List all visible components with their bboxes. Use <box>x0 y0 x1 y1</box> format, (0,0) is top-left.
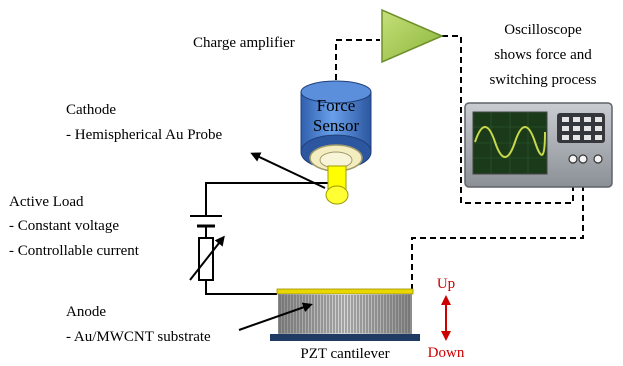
anode-label-line1: Anode <box>66 304 106 320</box>
variable-resistor <box>189 235 225 281</box>
substrate-to-scope-wire <box>411 165 584 290</box>
substrate <box>270 288 420 341</box>
cathode-label-line1: Cathode <box>66 102 116 118</box>
force-sensor: Force Sensor <box>300 80 372 172</box>
active-load-label-line1: Active Load <box>9 194 84 210</box>
anode-wire <box>205 280 277 295</box>
anode-pointer-arrow <box>238 302 313 331</box>
au-probe <box>325 165 349 205</box>
charge-amplifier-triangle <box>381 8 444 64</box>
pzt-cantilever-label: PZT cantilever <box>300 346 389 361</box>
signal-wires <box>335 35 584 290</box>
oscilloscope-label-line2: shows force and <box>494 47 592 63</box>
sensor-to-amp-wire <box>335 39 380 80</box>
anode-label-line2: - Au/MWCNT substrate <box>66 329 211 345</box>
force-sensor-label-line2: Sensor <box>313 116 360 135</box>
force-sensor-label-line1: Force <box>317 96 356 115</box>
battery-symbol <box>190 215 222 228</box>
up-label: Up <box>437 276 455 292</box>
oscilloscope <box>464 102 613 188</box>
oscilloscope-label-line1: Oscilloscope <box>504 22 582 38</box>
amp-to-scope-wire <box>442 35 574 204</box>
text-labels: Charge amplifier Oscilloscope shows forc… <box>9 22 597 362</box>
charge-amplifier-label: Charge amplifier <box>193 35 295 51</box>
active-load-label-line2: - Constant voltage <box>9 218 119 234</box>
scope-trace <box>474 126 546 158</box>
mwcnt-array <box>279 295 410 333</box>
cathode-pointer-arrow <box>250 152 326 189</box>
cathode-wire <box>205 182 336 216</box>
oscilloscope-label-line3: switching process <box>489 72 596 88</box>
circuit-wires <box>205 182 336 295</box>
active-load-label-line3: - Controllable current <box>9 243 140 259</box>
down-label: Down <box>428 345 465 361</box>
cathode-label-line2: - Hemispherical Au Probe <box>66 127 223 143</box>
